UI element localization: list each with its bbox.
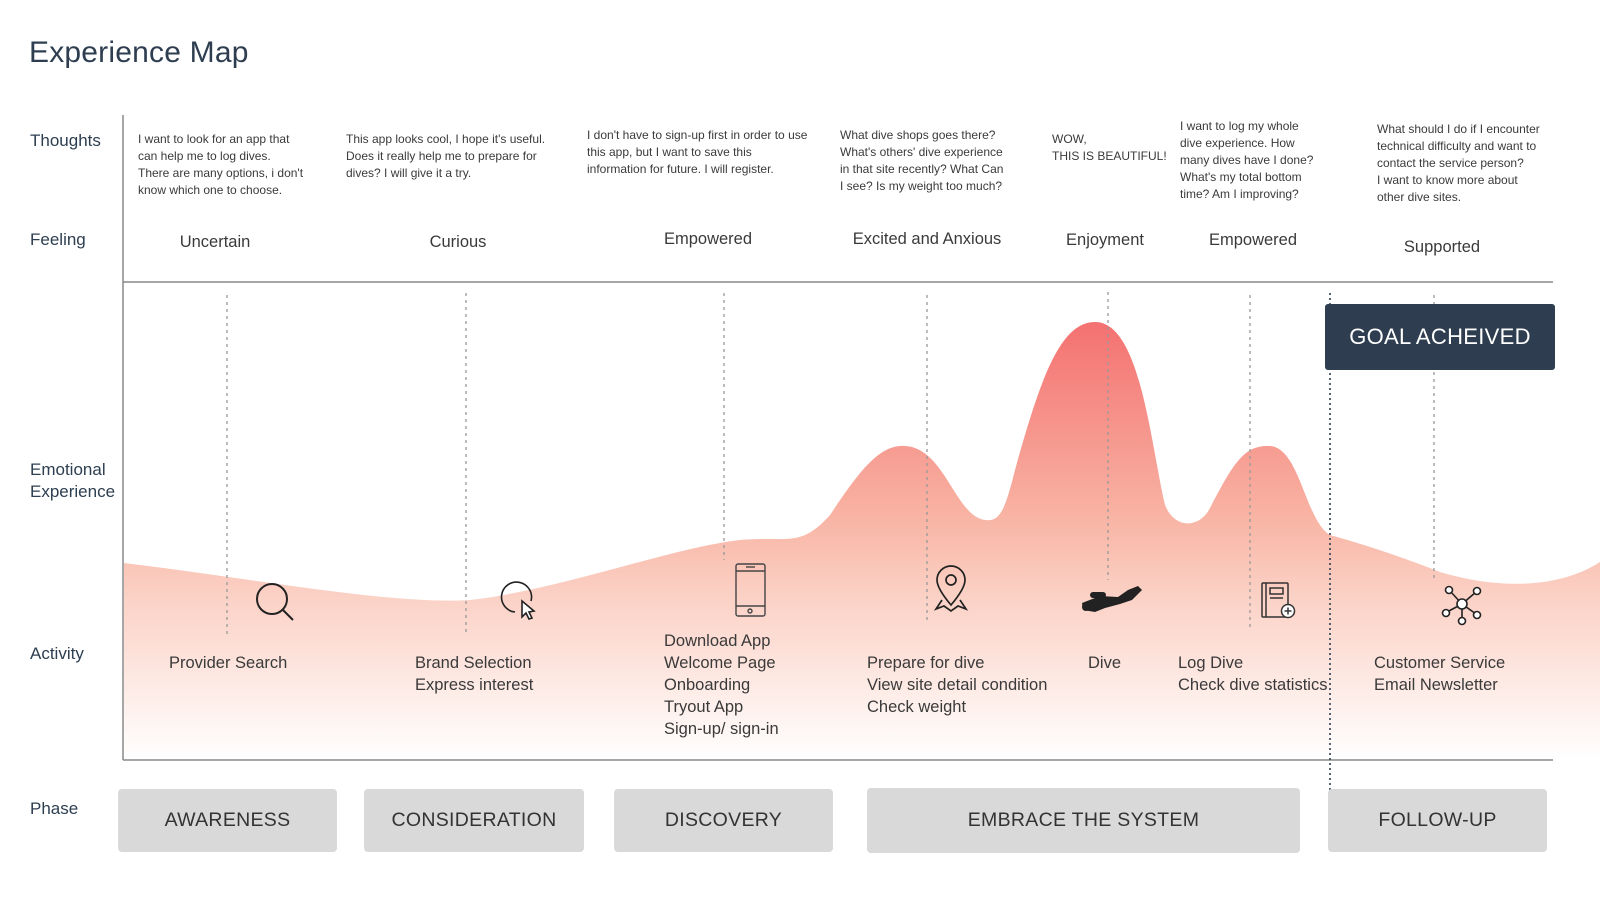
thought-prepare: What dive shops goes there? What's other… (840, 128, 1004, 193)
thought-dive: WOW, THIS IS BEAUTIFUL! (1052, 132, 1167, 163)
activity-item: Sign-up/ sign-in (664, 720, 779, 738)
activity-item: Prepare for dive (867, 654, 985, 672)
page-title: Experience Map (29, 36, 249, 69)
row-label-feeling: Feeling (30, 230, 86, 249)
activity-item: Email Newsletter (1374, 676, 1498, 694)
phase-embrace-the-system: EMBRACE THE SYSTEM (867, 788, 1300, 853)
activity-item: Check dive statistics (1178, 676, 1328, 694)
logbook-add-icon (1261, 582, 1296, 619)
feeling-excited-anxious: Excited and Anxious (852, 230, 1002, 248)
thought-awareness: I want to look for an app that can help … (138, 132, 304, 197)
activity-item: View site detail condition (867, 676, 1048, 694)
feeling-uncertain: Uncertain (179, 233, 251, 251)
activity-item: Check weight (867, 698, 967, 716)
activity-item: Tryout App (664, 698, 744, 716)
activity-item: Onboarding (664, 676, 751, 694)
phase-awareness: AWARENESS (118, 789, 337, 852)
activity-item: Log Dive (1178, 654, 1244, 672)
activity-item: Welcome Page (664, 654, 776, 672)
activity-item: Brand Selection (415, 654, 532, 672)
activity-item: Dive (1088, 654, 1122, 672)
network-icon (1441, 585, 1482, 626)
activity-dive: Dive (1088, 652, 1121, 674)
row-label-phase: Phase (30, 799, 79, 818)
thought-consideration: This app looks cool, I hope it's useful.… (346, 132, 546, 180)
row-label-thoughts: Thoughts (30, 131, 101, 150)
phase-follow-up: FOLLOW-UP (1328, 789, 1547, 852)
activity-log: Log Dive Check dive statistics (1178, 652, 1327, 696)
goal-achieved-badge: GOAL ACHEIVED (1325, 304, 1555, 370)
stage-guides (226, 292, 1435, 636)
search-icon (256, 583, 294, 621)
feeling-empowered-log: Empowered (1208, 231, 1298, 249)
activity-item: Customer Service (1374, 654, 1506, 672)
activity-prepare: Prepare for dive View site detail condit… (867, 652, 1047, 718)
feeling-empowered-discovery: Empowered (663, 230, 753, 248)
feeling-enjoyment: Enjoyment (1066, 231, 1144, 249)
activity-discovery: Download App Welcome Page Onboarding Try… (664, 630, 779, 740)
activity-consideration: Brand Selection Express interest (415, 652, 533, 696)
thought-log: I want to log my whole dive experience. … (1180, 119, 1314, 201)
smartphone-icon (735, 563, 766, 617)
feeling-curious: Curious (429, 233, 487, 251)
thought-discovery: I don't have to sign-up first in order t… (587, 128, 808, 176)
row-label-activity: Activity (30, 644, 84, 663)
diver-icon (1082, 586, 1142, 612)
row-label-emotional-line2: Experience (30, 482, 116, 501)
activity-follow-up: Customer Service Email Newsletter (1374, 652, 1505, 696)
activity-item: Download App (664, 632, 771, 650)
feeling-supported: Supported (1403, 238, 1481, 256)
phase-discovery: DISCOVERY (614, 789, 833, 852)
activity-awareness: Provider Search (169, 652, 287, 674)
activity-item: Express interest (415, 676, 534, 694)
cursor-click-icon (500, 581, 536, 620)
thought-follow-up: What should I do if I encounter technica… (1377, 122, 1540, 204)
map-pin-icon (933, 565, 969, 613)
phase-consideration: CONSIDERATION (364, 789, 584, 852)
activity-item: Provider Search (169, 654, 288, 672)
row-label-emotional-line1: Emotional (30, 460, 106, 479)
emotion-curve (124, 322, 1600, 760)
row-label-emotional-experience: Emotional Experience (30, 459, 115, 503)
